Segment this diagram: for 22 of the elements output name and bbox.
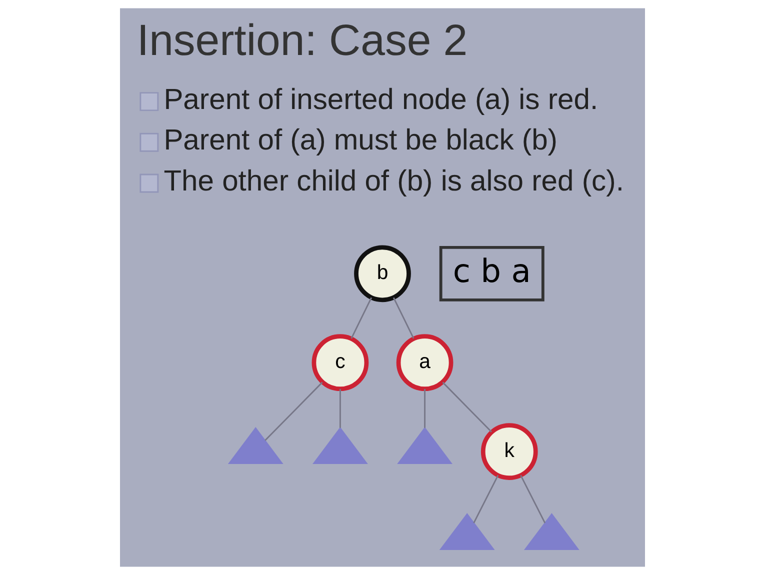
connector <box>424 388 426 428</box>
label: Parent of inserted node (a) is red. <box>164 84 598 116</box>
node-triangle <box>228 427 284 464</box>
diagram-title: Insertion: Case 2 <box>136 16 468 65</box>
connector <box>339 388 341 428</box>
node-triangle <box>439 513 495 550</box>
node-triangle <box>524 513 580 550</box>
label: Parent of (a) must be black (b) <box>164 124 558 157</box>
node-triangle <box>397 427 452 464</box>
connector <box>350 297 372 339</box>
node-box: c b a <box>439 246 544 302</box>
connector <box>264 382 323 441</box>
node-triangle <box>312 427 368 464</box>
connector <box>392 297 414 339</box>
connector <box>442 382 492 432</box>
label: The other child of (b) is also red (c). <box>164 166 624 198</box>
node-circle: a <box>396 334 454 392</box>
node-circle: c <box>312 334 369 392</box>
node-circle: k <box>480 423 538 480</box>
connector <box>520 474 546 524</box>
connector <box>473 474 499 524</box>
node-circle: b <box>354 245 411 302</box>
